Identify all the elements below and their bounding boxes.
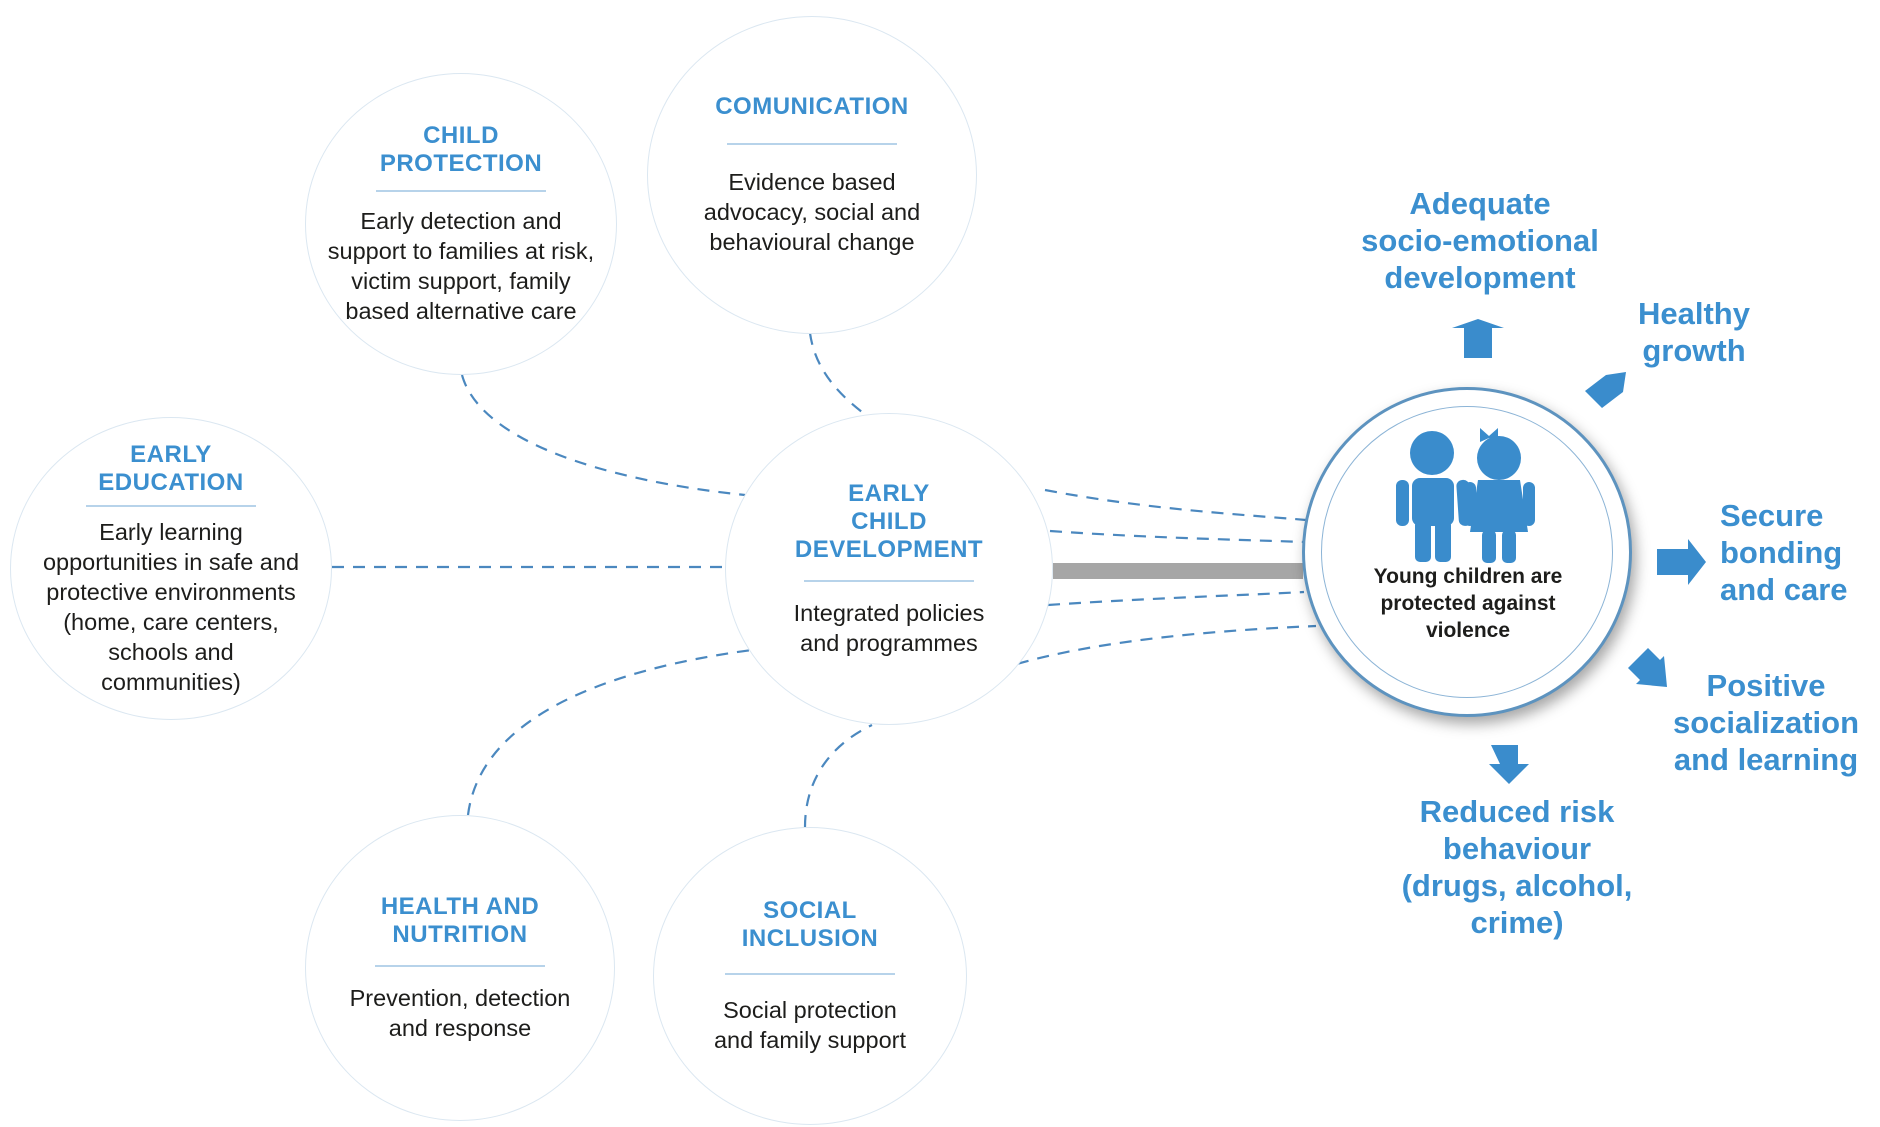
outcome-positive-socialization: Positive socialization and learning <box>1672 668 1860 777</box>
early-education-description: Early learning opportunities in safe and… <box>42 518 300 695</box>
early-education-bubble: EARLY EDUCATION Early learning opportuni… <box>10 417 332 720</box>
communication-bubble: COMUNICATION Evidence based advocacy, so… <box>647 16 977 334</box>
central-outcome-text: Young children are protected against vio… <box>1373 565 1563 642</box>
children-icon <box>1396 428 1535 563</box>
arrow-down-right-icon <box>1628 648 1667 687</box>
arrow-down-icon <box>1489 745 1529 784</box>
connector-health-nutrition <box>466 648 753 816</box>
child-protection-title: CHILD PROTECTION <box>379 122 543 177</box>
child-protection-description: Early detection and support to families … <box>327 208 595 324</box>
divider <box>86 504 256 507</box>
child-protection-bubble: CHILD PROTECTION Early detection and sup… <box>305 73 617 375</box>
divider <box>725 973 895 975</box>
connector-social-inclusion <box>803 724 873 828</box>
social-inclusion-bubble: SOCIAL INCLUSION Social protection and f… <box>653 827 967 1125</box>
link-bar <box>1053 563 1303 579</box>
central-outcome-circle <box>1302 387 1632 717</box>
connector-center-3 <box>1047 590 1305 607</box>
central-inner-ring <box>1321 406 1613 698</box>
communication-title: COMUNICATION <box>715 93 909 120</box>
social-inclusion-description: Social protection and family support <box>713 997 907 1053</box>
outcome-reduced-risk: Reduced risk behaviour (drugs, alcohol, … <box>1401 794 1633 940</box>
outcome-socio-emotional: Adequate socio-emotional development <box>1361 186 1599 295</box>
early-child-development-bubble: EARLY CHILD DEVELOPMENT Integrated polic… <box>725 413 1053 725</box>
early-child-development-title: EARLY CHILD DEVELOPMENT <box>794 480 984 563</box>
arrow-up-icon <box>1452 319 1504 358</box>
connector-child-protection <box>460 374 746 497</box>
health-nutrition-description: Prevention, detection and response <box>349 985 571 1041</box>
early-education-title: EARLY EDUCATION <box>98 440 244 496</box>
divider <box>727 143 897 145</box>
social-inclusion-title: SOCIAL INCLUSION <box>741 897 879 952</box>
divider <box>376 190 546 192</box>
divider <box>804 580 974 582</box>
early-child-development-description: Integrated policies and programmes <box>793 600 985 656</box>
health-nutrition-title: HEALTH AND NUTRITION <box>380 893 540 948</box>
divider <box>375 965 545 967</box>
arrow-right-icon <box>1657 539 1706 585</box>
connector-center-1 <box>1044 488 1307 522</box>
health-nutrition-bubble: HEALTH AND NUTRITION Prevention, detecti… <box>305 815 615 1121</box>
communication-description: Evidence based advocacy, social and beha… <box>703 169 921 255</box>
arrow-up-right-icon <box>1585 372 1626 408</box>
outcome-healthy-growth: Healthy growth <box>1638 296 1750 368</box>
connector-center-4 <box>1016 624 1317 666</box>
connector-center-2 <box>1049 529 1305 544</box>
connector-communication <box>808 332 863 413</box>
outcome-secure-bonding: Secure bonding and care <box>1720 498 1848 607</box>
